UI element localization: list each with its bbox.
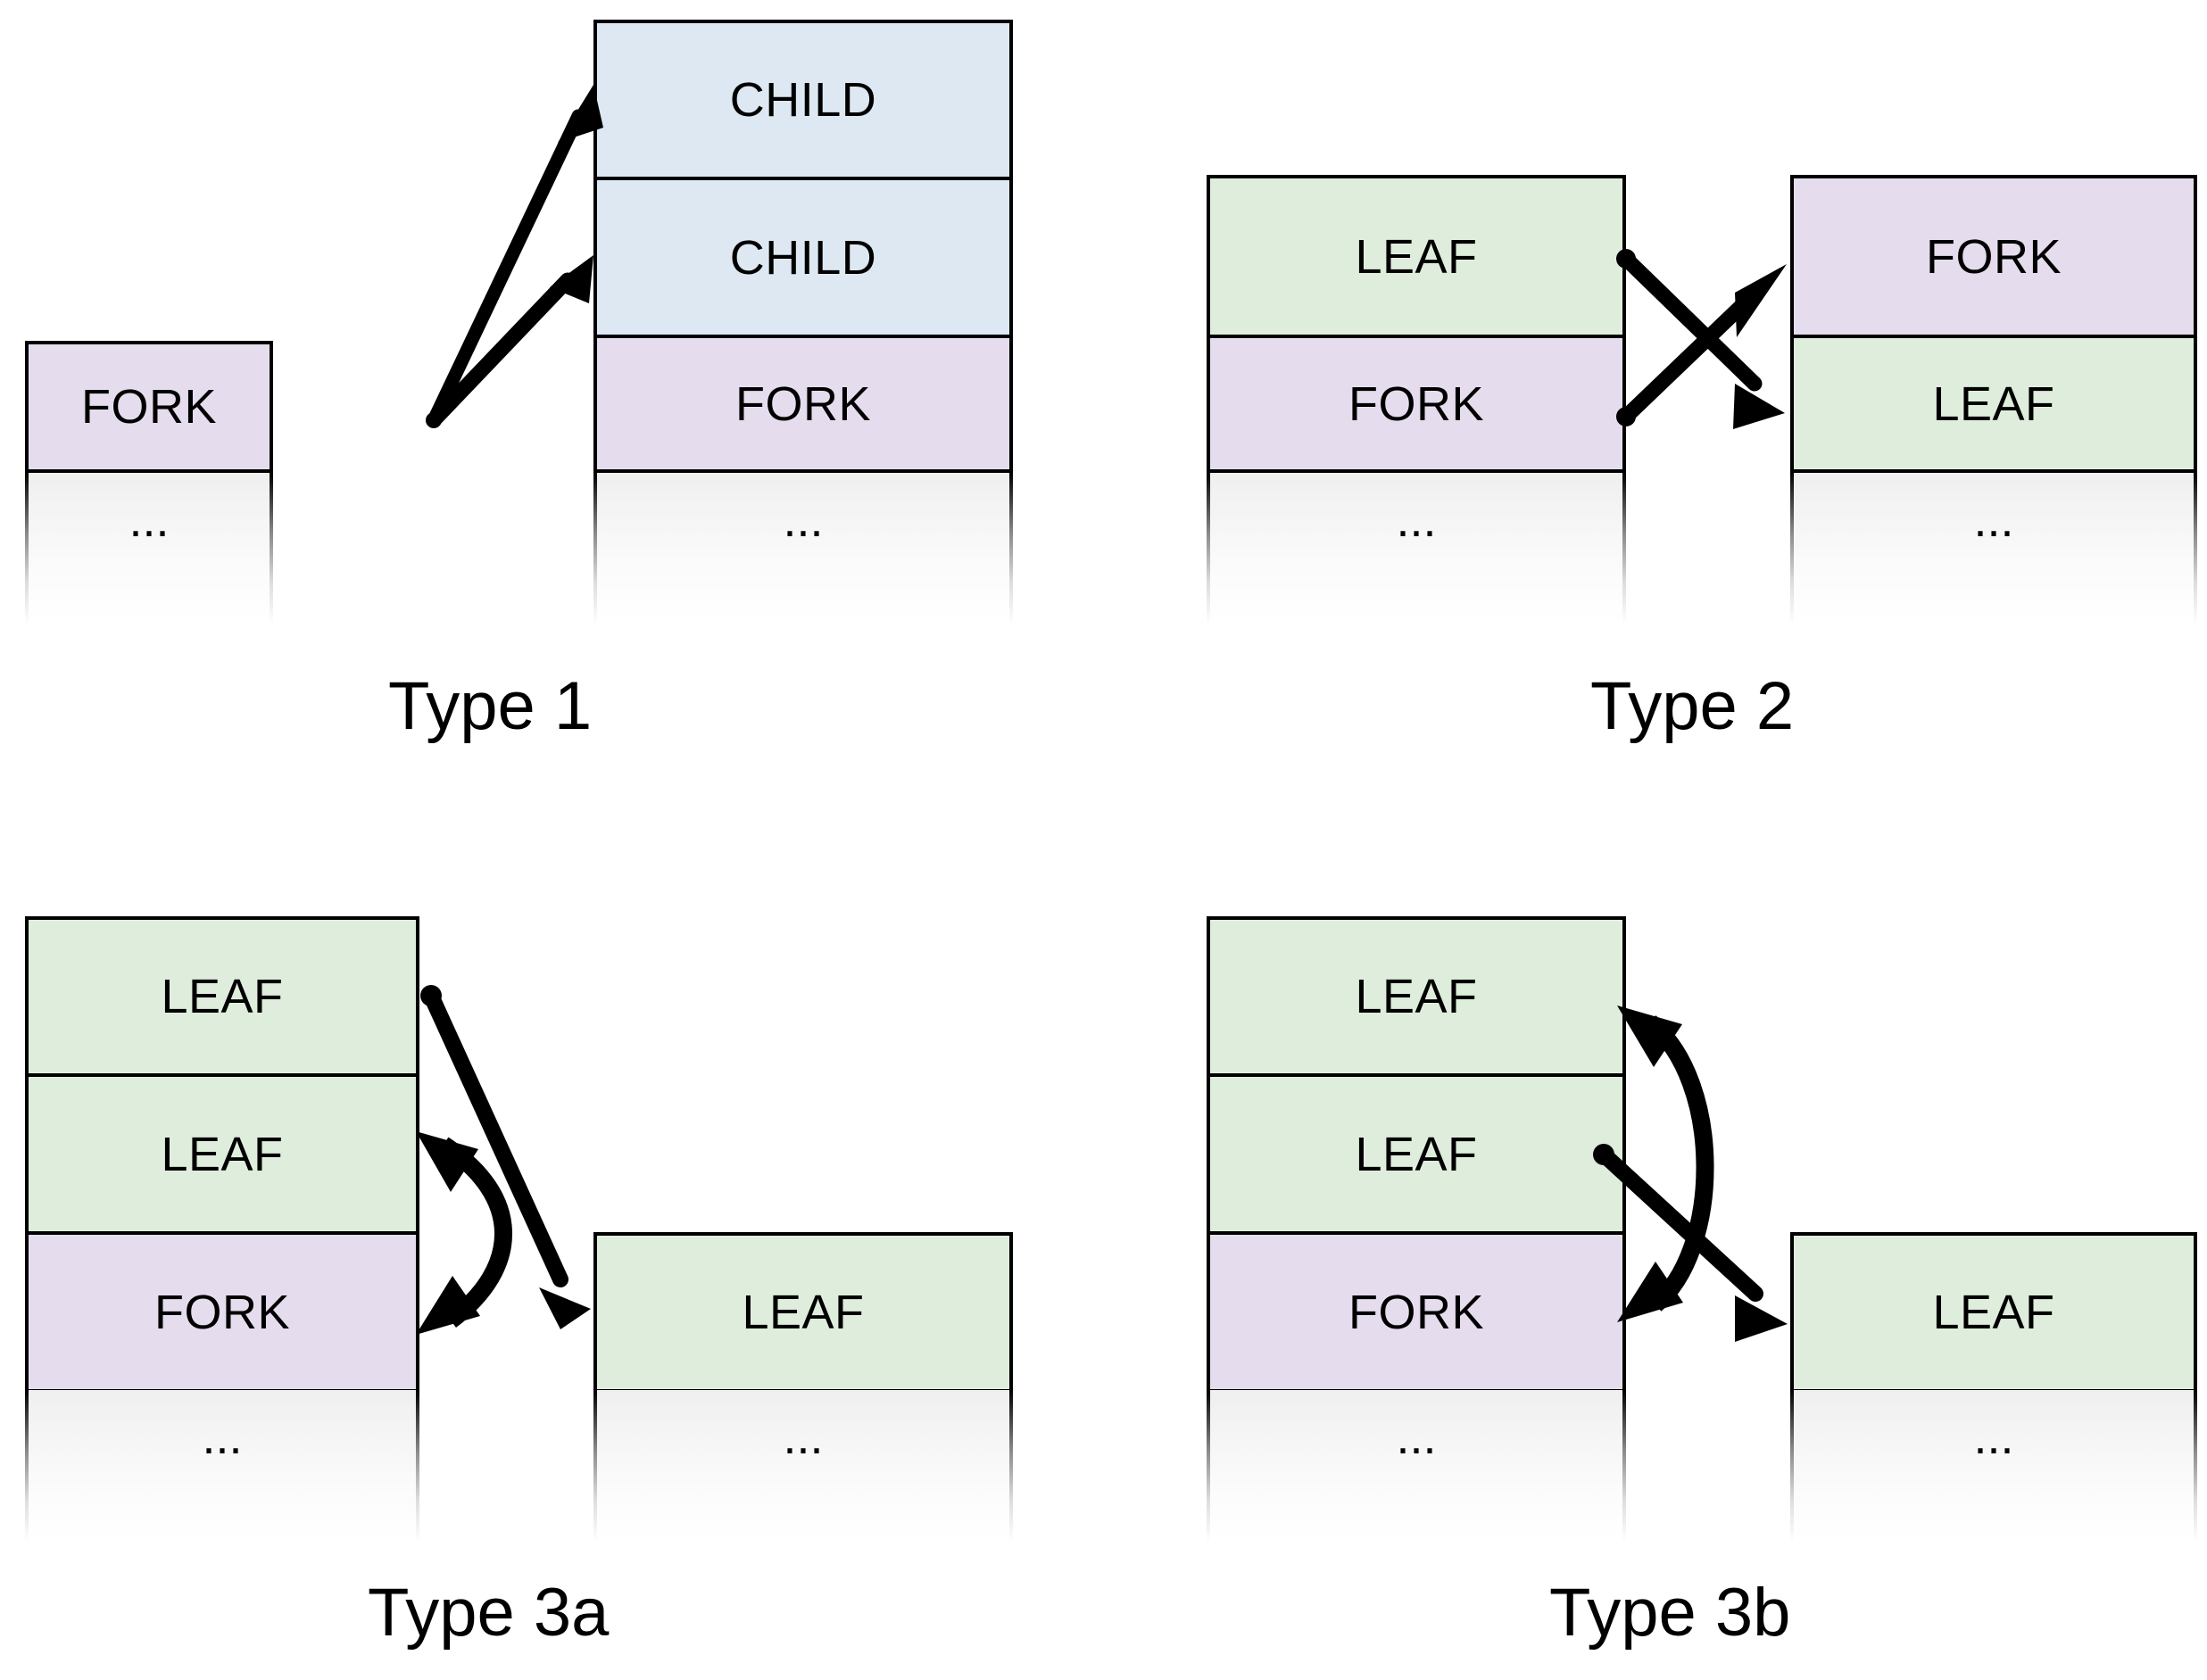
type2-right-cell-leaf[interactable]: LEAF <box>1790 335 2197 473</box>
type1-right-continuation: ... <box>593 473 1013 625</box>
type1-left-cell-fork[interactable]: FORK <box>25 341 273 473</box>
cell-label: LEAF <box>1355 970 1478 1023</box>
cell-label: LEAF <box>161 1127 284 1181</box>
type3a-arrow-leaf-to-right-leaf <box>420 985 591 1329</box>
cell-label: CHILD <box>729 230 877 285</box>
type2-left-cell-fork[interactable]: FORK <box>1207 335 1626 473</box>
type1-right-cell-fork[interactable]: FORK <box>593 335 1013 473</box>
type2-right-continuation: ... <box>1790 473 2197 625</box>
cell-label: FORK <box>734 377 871 431</box>
type3a-left-continuation: ... <box>25 1390 419 1542</box>
type1-arrow-fork-to-child-top <box>427 85 603 427</box>
type2-left-continuation: ... <box>1207 473 1626 625</box>
type3b-left-cell-fork[interactable]: FORK <box>1207 1232 1626 1393</box>
cell-label: FORK <box>1348 1285 1484 1339</box>
cell-label: LEAF <box>1355 229 1478 284</box>
ellipsis-label: ... <box>202 1411 243 1464</box>
cell-label: LEAF <box>1932 1286 2055 1339</box>
cell-label: CHILD <box>729 73 877 127</box>
type3b-right-cell-leaf[interactable]: LEAF <box>1790 1232 2197 1393</box>
type1-arrow-fork-to-child-second <box>426 255 593 428</box>
ellipsis-label: ... <box>1396 493 1437 547</box>
type1-left-continuation: ... <box>25 473 273 625</box>
caption-type-3b: Type 3b <box>1549 1575 1791 1651</box>
type1-right-cell-child-2[interactable]: CHILD <box>593 178 1013 338</box>
ellipsis-label: ... <box>1396 1411 1437 1464</box>
type1-right-cell-child-1[interactable]: CHILD <box>593 20 1013 180</box>
type3a-left-cell-leaf-2[interactable]: LEAF <box>25 1074 419 1235</box>
ellipsis-label: ... <box>783 493 824 547</box>
caption-type-3a: Type 3a <box>368 1575 610 1651</box>
cell-label: FORK <box>80 380 217 434</box>
type3b-right-continuation: ... <box>1790 1390 2197 1542</box>
ellipsis-label: ... <box>1973 493 2014 547</box>
cell-label: FORK <box>1925 229 2062 284</box>
cell-label: LEAF <box>1355 1127 1478 1181</box>
type3a-right-continuation: ... <box>593 1390 1013 1542</box>
cell-label: LEAF <box>742 1286 865 1339</box>
cell-label: FORK <box>1348 377 1484 431</box>
ellipsis-label: ... <box>1973 1411 2014 1464</box>
type3b-left-cell-leaf-2[interactable]: LEAF <box>1207 1074 1626 1235</box>
type2-arrow-fork-to-fork <box>1616 264 1787 426</box>
type3a-left-cell-leaf-1[interactable]: LEAF <box>25 916 419 1077</box>
type3b-left-continuation: ... <box>1207 1390 1626 1542</box>
caption-type-1: Type 1 <box>388 668 593 744</box>
type3a-right-cell-leaf[interactable]: LEAF <box>593 1232 1013 1393</box>
type3a-arrow-leaf-fork-bidirectional <box>416 1131 512 1335</box>
ellipsis-label: ... <box>783 1411 824 1464</box>
ellipsis-label: ... <box>129 493 170 547</box>
type3a-left-cell-fork[interactable]: FORK <box>25 1232 419 1393</box>
type3b-arrow-leaf-fork-bidirectional <box>1617 1006 1714 1322</box>
type2-right-cell-fork[interactable]: FORK <box>1790 175 2197 338</box>
caption-type-2: Type 2 <box>1590 668 1795 744</box>
cell-label: FORK <box>153 1285 290 1339</box>
type2-left-cell-leaf[interactable]: LEAF <box>1207 175 1626 338</box>
cell-label: LEAF <box>1932 377 2055 431</box>
type3b-left-cell-leaf-1[interactable]: LEAF <box>1207 916 1626 1077</box>
cell-label: LEAF <box>161 970 284 1023</box>
type1-arrow-origin-dot <box>426 412 442 428</box>
type2-arrow-leaf-to-leaf <box>1616 249 1785 429</box>
